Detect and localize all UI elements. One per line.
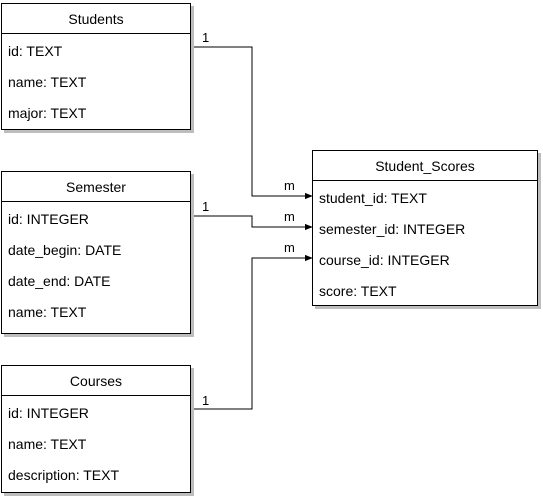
multiplicity-label: m (284, 178, 295, 193)
attribute-row: name: TEXT (8, 74, 87, 90)
multiplicity-label: 1 (202, 199, 210, 214)
attribute-row: id: INTEGER (8, 405, 89, 421)
attribute-row: student_id: TEXT (319, 190, 427, 206)
attribute-row: course_id: INTEGER (319, 252, 450, 268)
multiplicity-label: 1 (202, 393, 210, 408)
multiplicity-label: 1 (202, 30, 210, 45)
attribute-row: description: TEXT (8, 467, 120, 483)
link-students-to-scores (191, 46, 313, 200)
multiplicity-label: m (284, 209, 295, 224)
entity-courses[interactable]: Courses id: INTEGER name: TEXT descripti… (1, 365, 191, 493)
attribute-row: major: TEXT (8, 105, 87, 121)
entity-title: Students (2, 4, 190, 34)
attribute-row: semester_id: INTEGER (319, 221, 466, 237)
attribute-row: date_begin: DATE (8, 242, 122, 258)
entity-title: Semester (2, 172, 190, 202)
attribute-row: id: TEXT (8, 43, 63, 59)
attribute-row: name: TEXT (8, 304, 87, 320)
entity-title: Courses (2, 366, 190, 396)
entity-semester[interactable]: Semester id: INTEGER date_begin: DATE da… (1, 171, 191, 334)
attribute-row: score: TEXT (319, 283, 397, 299)
entity-title: Student_Scores (313, 151, 537, 181)
attribute-row: date_end: DATE (8, 273, 111, 289)
entity-students[interactable]: Students id: TEXT name: TEXT major: TEXT (1, 3, 191, 130)
link-semester-to-scores (191, 215, 313, 231)
multiplicity-label: m (284, 240, 295, 255)
link-courses-to-scores (191, 254, 313, 410)
attribute-row: name: TEXT (8, 436, 87, 452)
attribute-row: id: INTEGER (8, 211, 89, 227)
entity-student-scores[interactable]: Student_Scores student_id: TEXT semester… (312, 150, 538, 306)
